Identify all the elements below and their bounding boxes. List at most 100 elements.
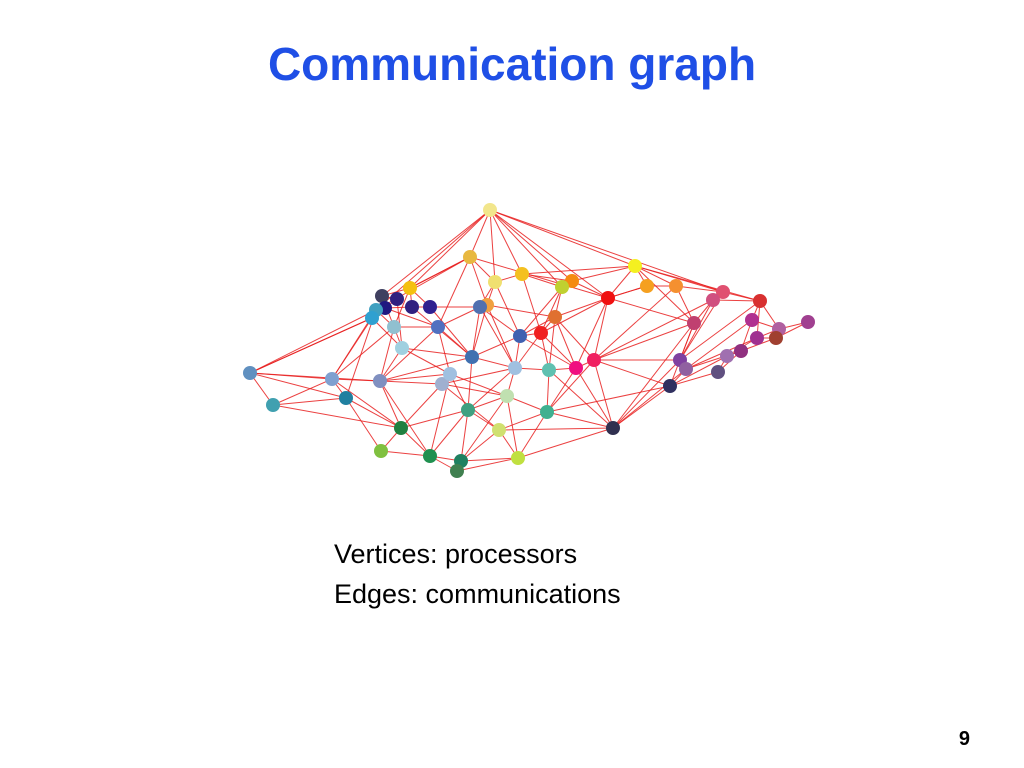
graph-vertex <box>640 279 654 293</box>
graph-vertex <box>734 344 748 358</box>
graph-edge <box>571 265 636 282</box>
graph-edge <box>345 397 402 429</box>
graph-edge <box>441 383 508 397</box>
graph-edge <box>469 256 488 306</box>
graph-edge <box>379 356 473 382</box>
graph-vertex <box>473 300 487 314</box>
graph-vertex <box>405 300 419 314</box>
graph-edge <box>449 373 508 397</box>
graph-vertex <box>555 280 569 294</box>
graph-edge <box>712 299 761 302</box>
graph-edge <box>593 285 677 361</box>
graph-edge <box>400 383 443 429</box>
graph-edge <box>612 359 681 429</box>
graph-edge <box>607 297 695 324</box>
graph-vertex <box>750 331 764 345</box>
graph-edge <box>437 306 481 328</box>
graph-edge <box>489 209 724 293</box>
graph-vertex <box>339 391 353 405</box>
graph-edge <box>486 304 516 369</box>
graph-vertex <box>745 313 759 327</box>
graph-vertex <box>500 389 514 403</box>
graph-edge <box>494 281 521 337</box>
graph-edge <box>514 332 542 369</box>
caption-line-edges: Edges: communications <box>334 579 621 609</box>
graph-edge <box>379 326 439 382</box>
graph-edge <box>437 256 471 328</box>
graph-edge <box>489 209 523 275</box>
caption: Vertices: processors Edges: communicatio… <box>334 534 621 614</box>
graph-edge <box>469 209 491 258</box>
graph-edge <box>546 369 550 413</box>
graph-vertex <box>461 403 475 417</box>
graph-edge <box>489 209 563 288</box>
page-number: 9 <box>958 728 970 750</box>
graph-edge <box>546 411 614 429</box>
graph-edge <box>249 317 373 374</box>
graph-edge <box>548 369 614 429</box>
graph-edge <box>429 306 473 358</box>
graph-edge <box>685 319 753 370</box>
graph-edge <box>381 209 491 297</box>
graph-edge <box>380 450 431 457</box>
graph-vertex <box>540 405 554 419</box>
graph-edge <box>517 427 614 459</box>
graph-vertex <box>395 341 409 355</box>
graph-edge <box>486 304 556 318</box>
graph-edge <box>345 397 382 452</box>
graph-vertex <box>720 349 734 363</box>
graph-edge <box>379 380 431 457</box>
graph-edge <box>471 335 521 358</box>
graph-edge <box>498 411 548 431</box>
graph-edge <box>519 286 563 337</box>
graph-edges <box>249 209 809 472</box>
graph-edge <box>593 359 671 387</box>
graph-vertex <box>266 398 280 412</box>
graph-edge <box>593 299 714 361</box>
graph-edge <box>489 209 636 267</box>
graph-vertex <box>711 365 725 379</box>
graph-edge <box>521 273 573 282</box>
graph-edge <box>441 367 516 385</box>
graph-vertex <box>628 259 642 273</box>
graph-vertex <box>390 292 404 306</box>
graph-vertex <box>508 361 522 375</box>
graph-edge <box>612 322 695 429</box>
graph-edge <box>521 273 563 288</box>
graph-edge <box>456 457 519 472</box>
graph-vertex <box>716 285 730 299</box>
graph-edge <box>554 316 577 369</box>
graph-vertex <box>325 372 339 386</box>
graph-vertex <box>423 449 437 463</box>
graph-edge <box>489 209 496 283</box>
graph-edge <box>379 380 402 429</box>
graph-edge <box>540 286 563 334</box>
graph-edge <box>546 359 595 413</box>
graph-edge <box>331 378 402 429</box>
graph-vertex <box>601 291 615 305</box>
graph-vertex <box>365 311 379 325</box>
graph-edge <box>460 395 508 462</box>
graph-vertex <box>488 275 502 289</box>
graph-edge <box>375 256 471 311</box>
graph-edge <box>675 285 724 293</box>
graph-edge <box>540 297 609 334</box>
graph-edge <box>379 326 395 382</box>
graph-vertices <box>243 203 815 478</box>
graph-edge <box>506 395 519 459</box>
graph-edge <box>471 304 488 358</box>
graph-edge <box>669 355 728 387</box>
graph-vertex <box>375 289 389 303</box>
graph-edge <box>249 372 347 399</box>
graph-edge <box>612 368 687 429</box>
graph-vertex <box>394 421 408 435</box>
graph-vertex <box>663 379 677 393</box>
graph-edge <box>401 347 451 375</box>
graph-vertex <box>548 310 562 324</box>
graph-edge <box>669 371 719 387</box>
graph-vertex <box>769 331 783 345</box>
graph-edge <box>479 306 516 369</box>
graph-edge <box>409 256 471 289</box>
